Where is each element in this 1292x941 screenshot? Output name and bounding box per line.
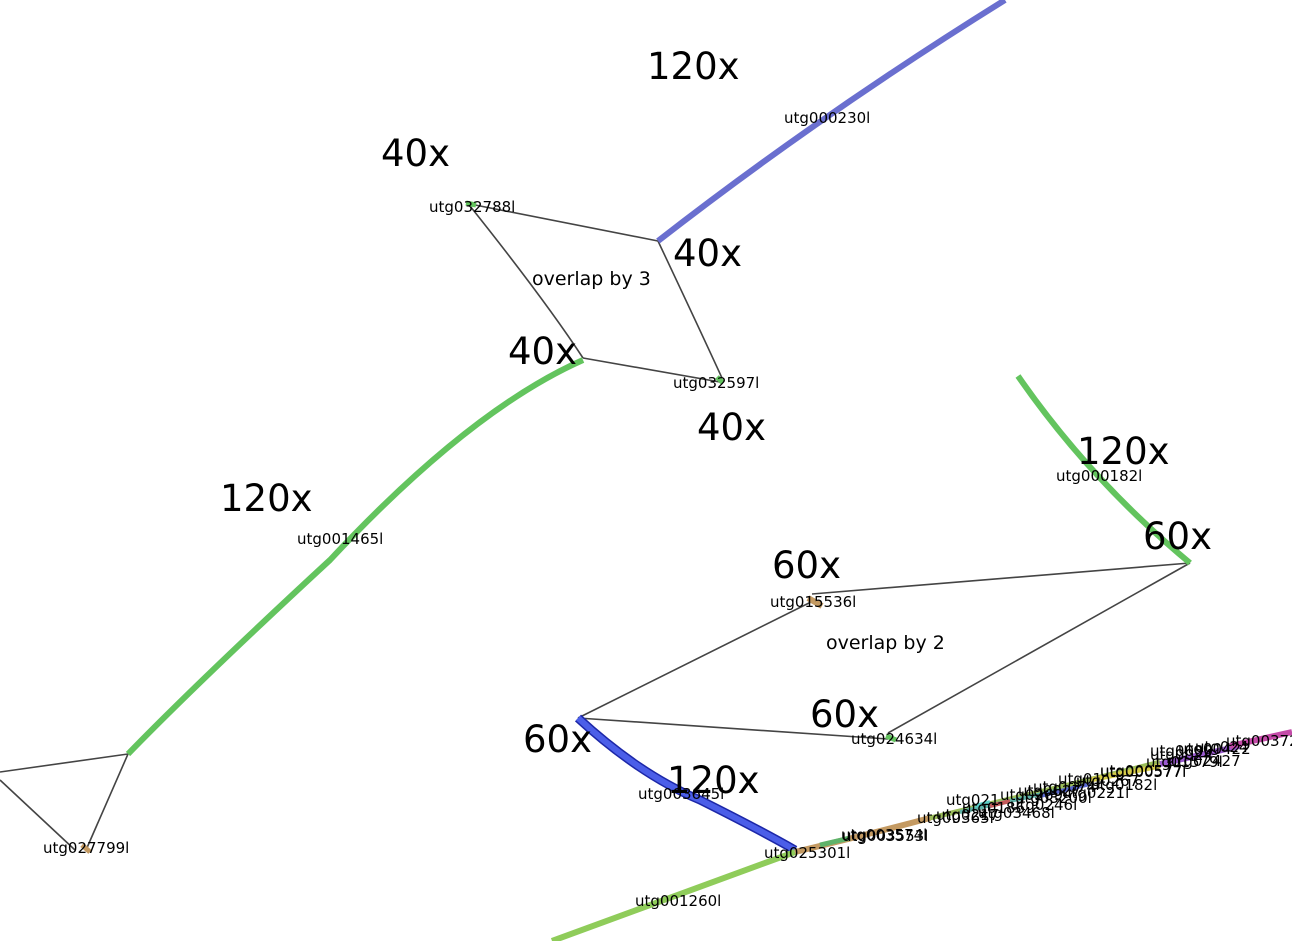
cluster-label: utg024 bbox=[1195, 738, 1249, 756]
overlap-links bbox=[0, 203, 1191, 851]
cluster-label: utg0024 bbox=[1150, 746, 1213, 764]
cluster-label: utg0027 bbox=[1018, 782, 1081, 800]
coverage-label: 120x bbox=[647, 45, 740, 88]
dense-cluster-labels: utg00372 utg00422 utg024 utg0024 utg0005… bbox=[842, 732, 1292, 845]
cluster-label: utg0182l bbox=[1090, 776, 1157, 794]
contig-utg025301l[interactable] bbox=[794, 815, 931, 855]
coverage-label: 40x bbox=[673, 232, 742, 275]
contig-utg015536l[interactable] bbox=[806, 595, 824, 609]
contig-utg003574l[interactable] bbox=[819, 835, 851, 848]
node-label[interactable]: utg000230l bbox=[784, 109, 870, 127]
cluster-label: utg0074 bbox=[1033, 778, 1096, 796]
link-left-utg001465 bbox=[0, 753, 129, 773]
link-utg003645-utg024634 bbox=[577, 717, 889, 740]
coverage-label: 60x bbox=[772, 544, 841, 587]
contig-utg000230l[interactable] bbox=[656, 0, 1007, 244]
link-utg001465-utg027799 bbox=[85, 753, 129, 851]
link-utg032788-utg001465 bbox=[469, 205, 584, 359]
link-utg015536-utg003645 bbox=[577, 599, 816, 719]
coverage-label: 60x bbox=[1143, 515, 1212, 558]
cluster-label: utg021 bbox=[946, 791, 1000, 809]
cluster-label: utg00422 bbox=[1178, 740, 1251, 758]
node-label[interactable]: utg000182l bbox=[1056, 467, 1142, 485]
overlap-labels: overlap by 3 overlap by 2 bbox=[532, 268, 945, 654]
node-label[interactable]: utg032597l bbox=[673, 374, 759, 392]
contig-utg027799l[interactable] bbox=[80, 843, 92, 854]
cluster-strand-cyan bbox=[974, 800, 991, 808]
cluster-label: utg02427 bbox=[1168, 752, 1241, 770]
node-labels: utg000230l utg032788l utg032597l utg0014… bbox=[43, 109, 1186, 910]
coverage-label: 40x bbox=[697, 406, 766, 449]
node-label[interactable]: utg024634l bbox=[851, 730, 937, 748]
coverage-labels: 120x 40x 40x 40x 40x 120x 120x 60x 60x 6… bbox=[220, 45, 1212, 802]
coverage-label: 40x bbox=[381, 132, 450, 175]
coverage-label: 60x bbox=[523, 718, 592, 761]
cluster-label: utg00365l bbox=[917, 809, 994, 827]
contigs bbox=[80, 0, 1192, 941]
cluster-strand-red bbox=[989, 799, 1011, 808]
contig-utg000182l[interactable] bbox=[1015, 374, 1192, 566]
link-left-utg027799 bbox=[0, 779, 76, 851]
cluster-label: utg003553l bbox=[842, 827, 928, 845]
contig-utg032597l[interactable] bbox=[715, 375, 725, 385]
coverage-label: 60x bbox=[810, 693, 879, 736]
cluster-label: utg0000 bbox=[1150, 742, 1213, 760]
coverage-label: 120x bbox=[220, 477, 313, 520]
cluster-label: utg01579l bbox=[1146, 753, 1223, 771]
cluster-strand-blue bbox=[1039, 782, 1091, 798]
node-label[interactable]: utg025301l bbox=[764, 844, 850, 862]
cluster-label: utg0221l bbox=[1062, 784, 1129, 802]
cluster-strand-yellow bbox=[1089, 763, 1161, 783]
link-utg000230-utg032597 bbox=[657, 240, 723, 379]
node-label[interactable]: utg003574l bbox=[841, 826, 927, 844]
overlap-label: overlap by 2 bbox=[826, 632, 945, 654]
cluster-label: utg01 bbox=[1058, 770, 1102, 788]
cluster-label: utg03200l bbox=[1015, 789, 1092, 807]
node-label[interactable]: utg027799l bbox=[43, 839, 129, 857]
cluster-label: utg000577l bbox=[1100, 762, 1186, 780]
cluster-label: utg0267 bbox=[1076, 772, 1139, 790]
cluster-label: utg0246l bbox=[1010, 796, 1077, 814]
dense-contig-cluster bbox=[929, 729, 1292, 821]
node-label[interactable]: utg001260l bbox=[635, 892, 721, 910]
cluster-strand-magenta bbox=[1229, 729, 1292, 749]
coverage-label: 120x bbox=[667, 759, 760, 802]
node-label[interactable]: utg032788l bbox=[429, 198, 515, 216]
cluster-label: utg03468l bbox=[978, 804, 1055, 822]
overlap-label: overlap by 3 bbox=[532, 268, 651, 290]
cluster-label: utg0269 bbox=[1000, 786, 1063, 804]
cluster-label: utg0217 bbox=[936, 806, 999, 824]
link-utg032788-utg000230 bbox=[469, 203, 659, 242]
contig-utg032788l[interactable] bbox=[465, 200, 477, 208]
link-utg001465-utg032597 bbox=[582, 357, 721, 383]
node-label[interactable]: utg015536l bbox=[770, 593, 856, 611]
cluster-label: utg0186 bbox=[962, 799, 1025, 817]
node-label[interactable]: utg000577l bbox=[1100, 763, 1186, 781]
cluster-label: utg00372 bbox=[1226, 732, 1292, 750]
coverage-label: 120x bbox=[1077, 430, 1170, 473]
contig-utg001465l[interactable] bbox=[125, 357, 585, 757]
node-label[interactable]: utg001465l bbox=[297, 530, 383, 548]
node-label[interactable]: utg003645l bbox=[638, 785, 724, 803]
link-utg000182-utg015536 bbox=[811, 562, 1191, 595]
link-utg000182-utg024634 bbox=[887, 562, 1191, 734]
contig-utg003645l[interactable] bbox=[575, 715, 797, 853]
coverage-label: 40x bbox=[508, 330, 577, 373]
cluster-strand-purple bbox=[1159, 743, 1241, 767]
contig-utg024634l[interactable] bbox=[885, 733, 897, 743]
contig-utg001260l[interactable] bbox=[550, 849, 797, 941]
